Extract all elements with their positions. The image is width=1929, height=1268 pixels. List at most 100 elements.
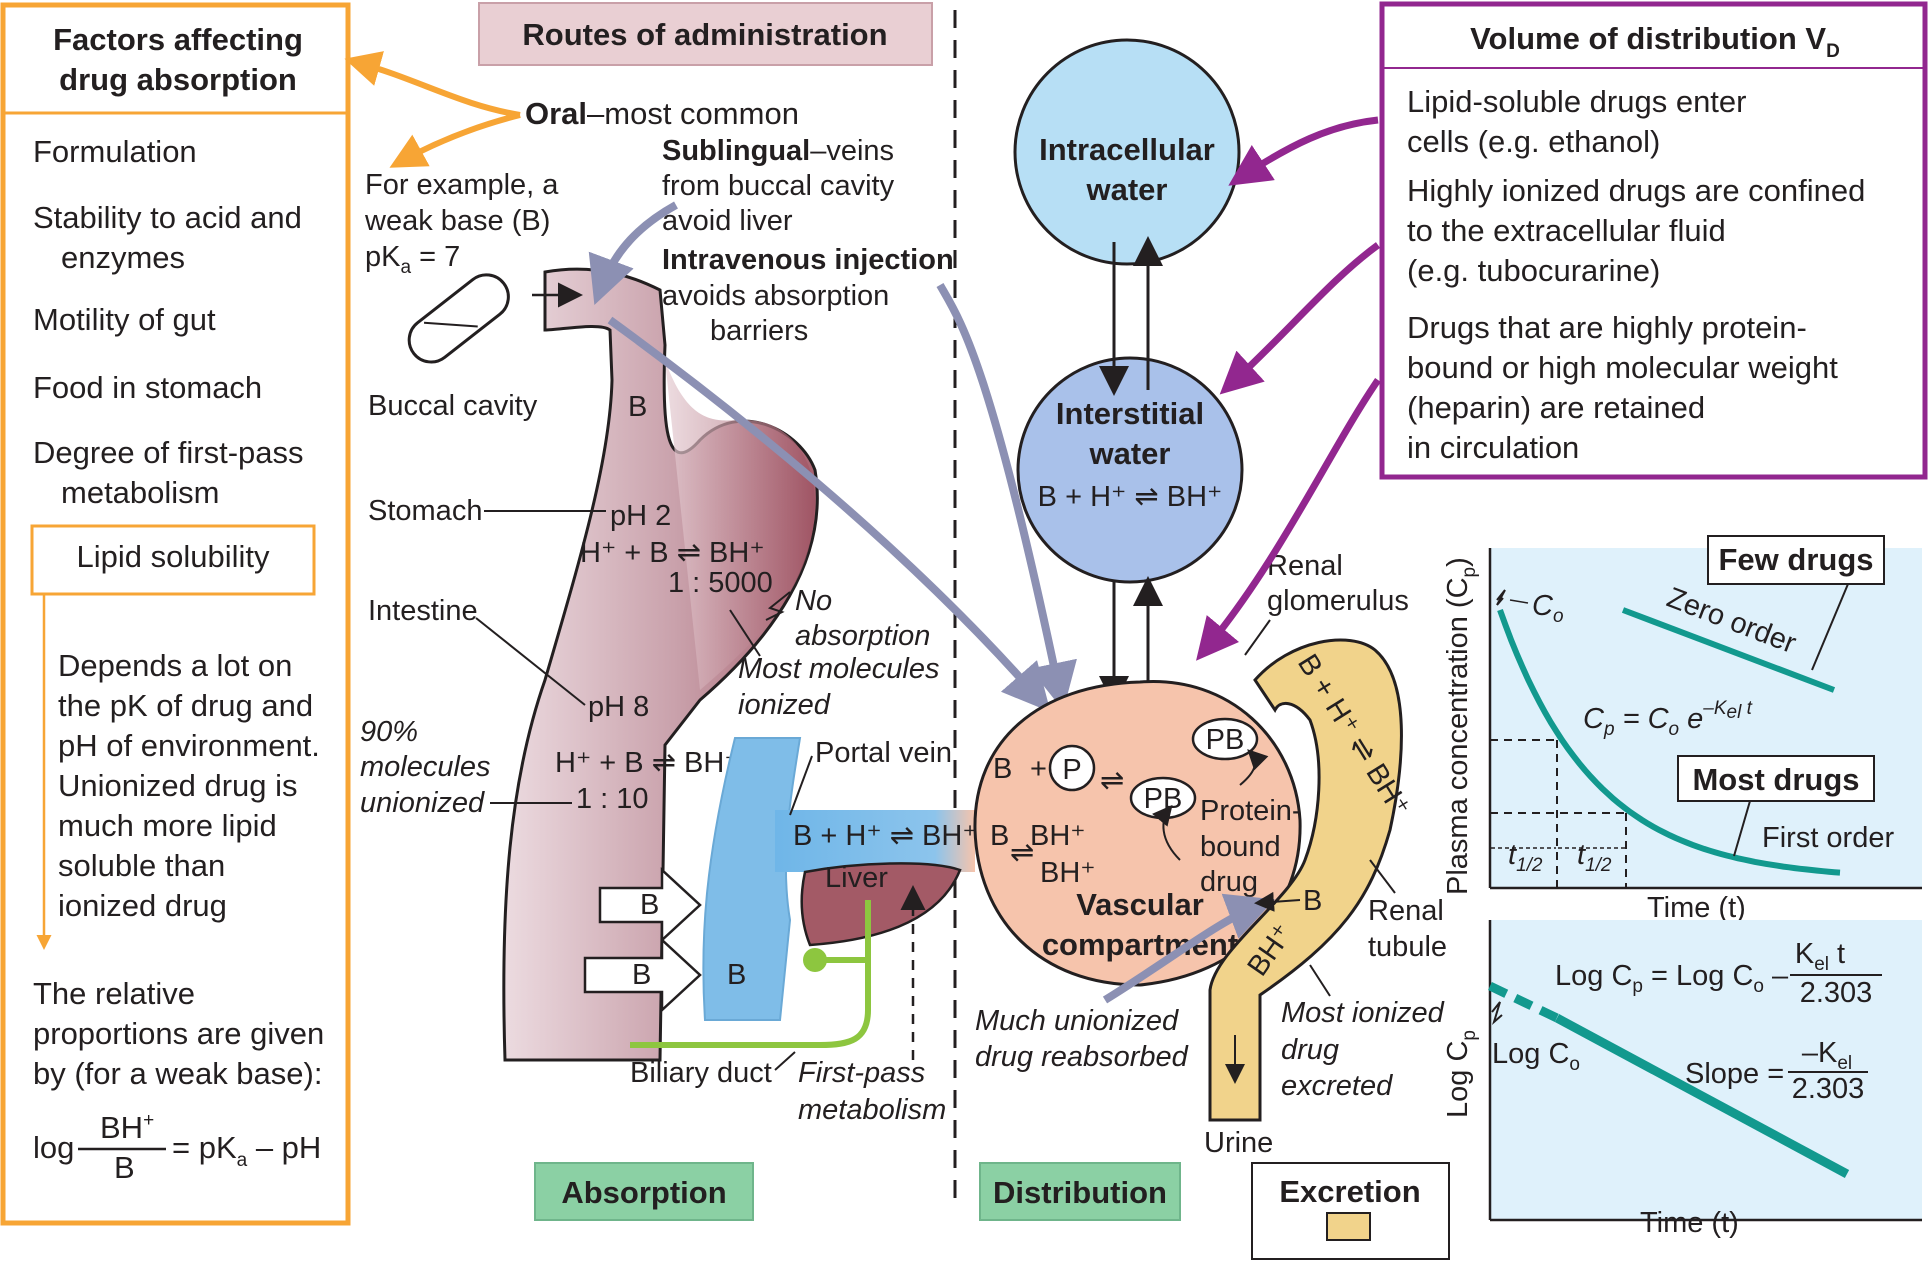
- interstitial-2: water: [1089, 436, 1171, 471]
- factor-motility: Motility of gut: [33, 302, 216, 337]
- log-eq-denominator: 2.303: [1800, 977, 1873, 1009]
- log-extrapolated-line: [1488, 981, 1559, 1023]
- factor-first-pass-2: metabolism: [61, 475, 220, 510]
- tablet-icon: [407, 273, 510, 364]
- portal-equation: B + H⁺ ⇌ BH⁺: [793, 820, 978, 852]
- unionized-2: molecules: [360, 751, 491, 783]
- distribution-tag: [979, 1162, 1181, 1221]
- reabsorbed-2: drug reabsorbed: [975, 1041, 1189, 1073]
- depends-3: pH of environment.: [58, 728, 320, 763]
- no-absorption-1: No: [795, 585, 832, 617]
- absorption-label: Absorption: [561, 1175, 726, 1210]
- protein-bound-3: drug: [1200, 866, 1258, 898]
- tubule-b: B: [1303, 885, 1322, 917]
- excretion-tag: [1251, 1162, 1450, 1260]
- svg-text:Oral–most common: Oral–most common: [525, 96, 799, 131]
- example-1: For example, a: [365, 169, 559, 201]
- iv-2: avoids absorption: [662, 280, 889, 312]
- slope-denominator: 2.303: [1792, 1073, 1865, 1105]
- most-ionized-1: Most molecules: [738, 653, 939, 685]
- stomach-equation: H⁺ + B ⇌ BH⁺: [580, 537, 765, 569]
- buccal-label: Buccal cavity: [368, 390, 538, 422]
- unionized-1: 90%: [360, 716, 418, 748]
- ph8-label: pH 8: [588, 691, 649, 723]
- intestine-equation: H⁺ + B ⇌ BH⁺: [555, 747, 740, 779]
- depends-5: much more lipid: [58, 808, 277, 843]
- lipid-solubility-box: [30, 524, 316, 596]
- reabsorbed-1: Much unionized: [975, 1005, 1179, 1037]
- graph2-xlabel: Time (t): [1640, 1207, 1739, 1239]
- zero-order-line: [1621, 607, 1836, 693]
- graph1-xlabel: Time (t): [1647, 892, 1746, 924]
- graph2-background: [1490, 920, 1922, 1220]
- vasc-b: B: [993, 753, 1012, 785]
- gall-bladder-dot: [803, 948, 827, 972]
- absorb-arrow-2: [583, 937, 702, 1013]
- excretion-color-key: [1326, 1212, 1371, 1241]
- vd-p1-2: cells (e.g. ethanol): [1407, 124, 1660, 159]
- routes-title: Routes of administration: [522, 17, 887, 52]
- pb-1: PB: [1206, 724, 1245, 756]
- depends-2: the pK of drug and: [58, 688, 313, 723]
- svg-text:B: B: [114, 1150, 135, 1185]
- svg-text:BH+: BH+: [100, 1110, 154, 1145]
- iv-label: Intravenous injection: [662, 244, 954, 276]
- depends-4: Unionized drug is: [58, 768, 298, 803]
- relative-3: by (for a weak base):: [33, 1056, 322, 1091]
- factor-stability-2: enzymes: [61, 240, 185, 275]
- vd-p2-2: to the extracellular fluid: [1407, 213, 1726, 248]
- vd-p3-1: Drugs that are highly protein-: [1407, 310, 1807, 345]
- intestine-ratio: 1 : 10: [576, 783, 649, 815]
- absorb-arrow-1: [598, 867, 702, 943]
- stomach-ratio: 1 : 5000: [668, 567, 773, 599]
- excretion-label: Excretion: [1279, 1174, 1420, 1209]
- protein-bound-1: Protein-: [1200, 795, 1302, 827]
- slope-numerator: –Kel: [1802, 1037, 1852, 1074]
- graph2-ylabel: Log Cp: [1442, 1030, 1480, 1118]
- log-co-label: Log Co: [1492, 1038, 1580, 1075]
- vd-p2-3: (e.g. tubocurarine): [1407, 253, 1660, 288]
- sublingual-3: avoid liver: [662, 205, 793, 237]
- liver-shape: [800, 862, 962, 947]
- biliary-duct-line: [630, 900, 871, 1048]
- vasc-bh: B: [990, 820, 1009, 852]
- factors-title-1: Factors affecting: [53, 22, 303, 57]
- absorb-b1: B: [640, 889, 659, 921]
- log-equation: Log Cp = Log Co –: [1555, 960, 1789, 997]
- buccal-b: B: [628, 391, 647, 423]
- interstitial-circle: [1016, 356, 1244, 584]
- most-drugs-box: [1677, 755, 1875, 802]
- ph2-label: pH 2: [610, 500, 671, 532]
- svg-text:= pKa – pH: = pKa – pH: [172, 1130, 321, 1171]
- vd-p1-1: Lipid-soluble drugs enter: [1407, 84, 1747, 119]
- sublingual-arrow: [588, 201, 678, 305]
- pb-oval-1: [1191, 717, 1259, 761]
- stomach-label: Stomach: [368, 495, 482, 527]
- protein-bound-2: bound: [1200, 831, 1281, 863]
- svg-text:⇌: ⇌: [1010, 837, 1034, 869]
- interstitial-equation: B + H⁺ ⇌ BH⁺: [1038, 481, 1223, 513]
- reabsorption-arrow: [1102, 893, 1275, 1004]
- svg-text:⇌: ⇌: [1100, 765, 1124, 797]
- intestine-label: Intestine: [368, 595, 478, 627]
- factor-stability: Stability to acid and: [33, 200, 302, 235]
- pb-2: PB: [1144, 783, 1183, 815]
- absorb-b2: B: [632, 959, 651, 991]
- protein-p: P: [1062, 754, 1081, 786]
- vd-panel: [1379, 1, 1928, 480]
- svg-text:log: log: [33, 1130, 74, 1165]
- iv-3: barriers: [710, 315, 808, 347]
- few-drugs-label: Few drugs: [1718, 542, 1873, 577]
- vascular-1: Vascular: [1076, 887, 1204, 922]
- vasc-bh-2: BH⁺: [1040, 857, 1096, 889]
- svg-text:Sublingual–veins: Sublingual–veins: [662, 135, 894, 167]
- vasc-bh-1: BH⁺: [1030, 820, 1086, 852]
- portal-vein-label: Portal vein: [815, 737, 952, 769]
- vd-title: Volume of distribution VD: [1470, 21, 1840, 62]
- depends-1: Depends a lot on: [58, 648, 292, 683]
- unionized-3: unionized: [360, 787, 485, 819]
- iv-arrow: [936, 283, 1077, 711]
- oral-to-example-arrow: [389, 112, 521, 168]
- first-pass-2: metabolism: [798, 1094, 946, 1126]
- vd-p3-3: (heparin) are retained: [1407, 390, 1705, 425]
